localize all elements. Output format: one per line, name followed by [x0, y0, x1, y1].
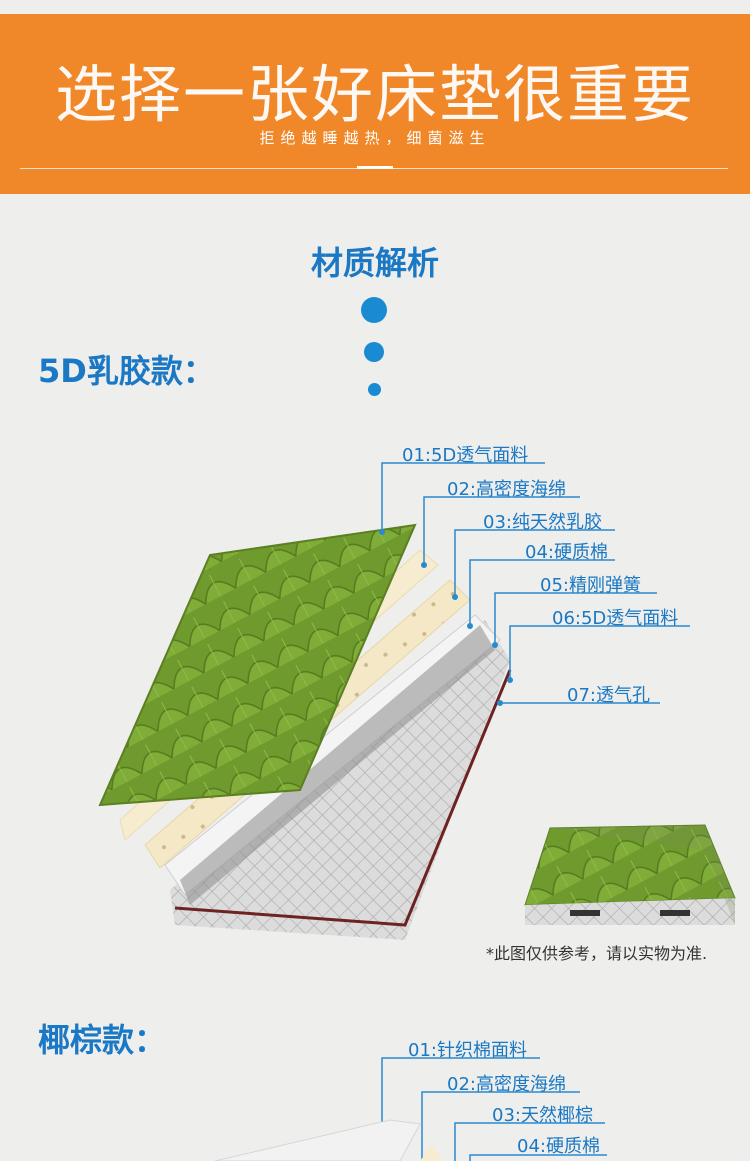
banner-divider-accent [357, 166, 393, 169]
latex-model-label: 5D乳胶款： [38, 352, 215, 390]
coconut-layer-label: 04:硬质棉 [517, 1136, 600, 1157]
coconut-model-label: 椰棕款： [38, 1021, 167, 1059]
latex-layer-label: 02:高密度海绵 [447, 479, 566, 500]
callout-dots [379, 529, 513, 706]
coconut-mattress-top [214, 1119, 442, 1161]
latex-layer-label: 07:透气孔 [567, 685, 650, 706]
decor-dot-large [361, 297, 387, 323]
latex-layer-label: 03:纯天然乳胶 [483, 512, 602, 533]
fabric-top-layer [98, 523, 417, 807]
latex-layer-label: 01:5D透气面料 [402, 445, 529, 466]
disclaimer-note: *此图仅供参考，请以实物为准. [486, 944, 708, 963]
section-title: 材质解析 [310, 244, 439, 282]
latex-layer-label: 06:5D透气面料 [552, 608, 679, 629]
decor-dot-medium [364, 342, 384, 362]
coconut-layer-label: 02:高密度海绵 [447, 1074, 566, 1095]
mattress-thumbnail [524, 824, 736, 925]
callout-lines [381, 462, 690, 704]
banner-subtitle: 拒绝越睡越热，细菌滋生 [259, 129, 491, 147]
coconut-layer-label: 03:天然椰棕 [492, 1105, 593, 1126]
banner-title: 选择一张好床垫很重要 [54, 58, 695, 131]
latex-layer-label: 05:精刚弹簧 [540, 575, 641, 596]
coconut-layer-label: 01:针织棉面料 [408, 1040, 527, 1061]
latex-layer-label: 04:硬质棉 [525, 542, 608, 563]
header-banner: 选择一张好床垫很重要 拒绝越睡越热，细菌滋生 [0, 14, 750, 194]
coconut-callout-lines [381, 1057, 607, 1161]
mattress-base [164, 614, 512, 940]
decor-dot-small [368, 383, 381, 396]
